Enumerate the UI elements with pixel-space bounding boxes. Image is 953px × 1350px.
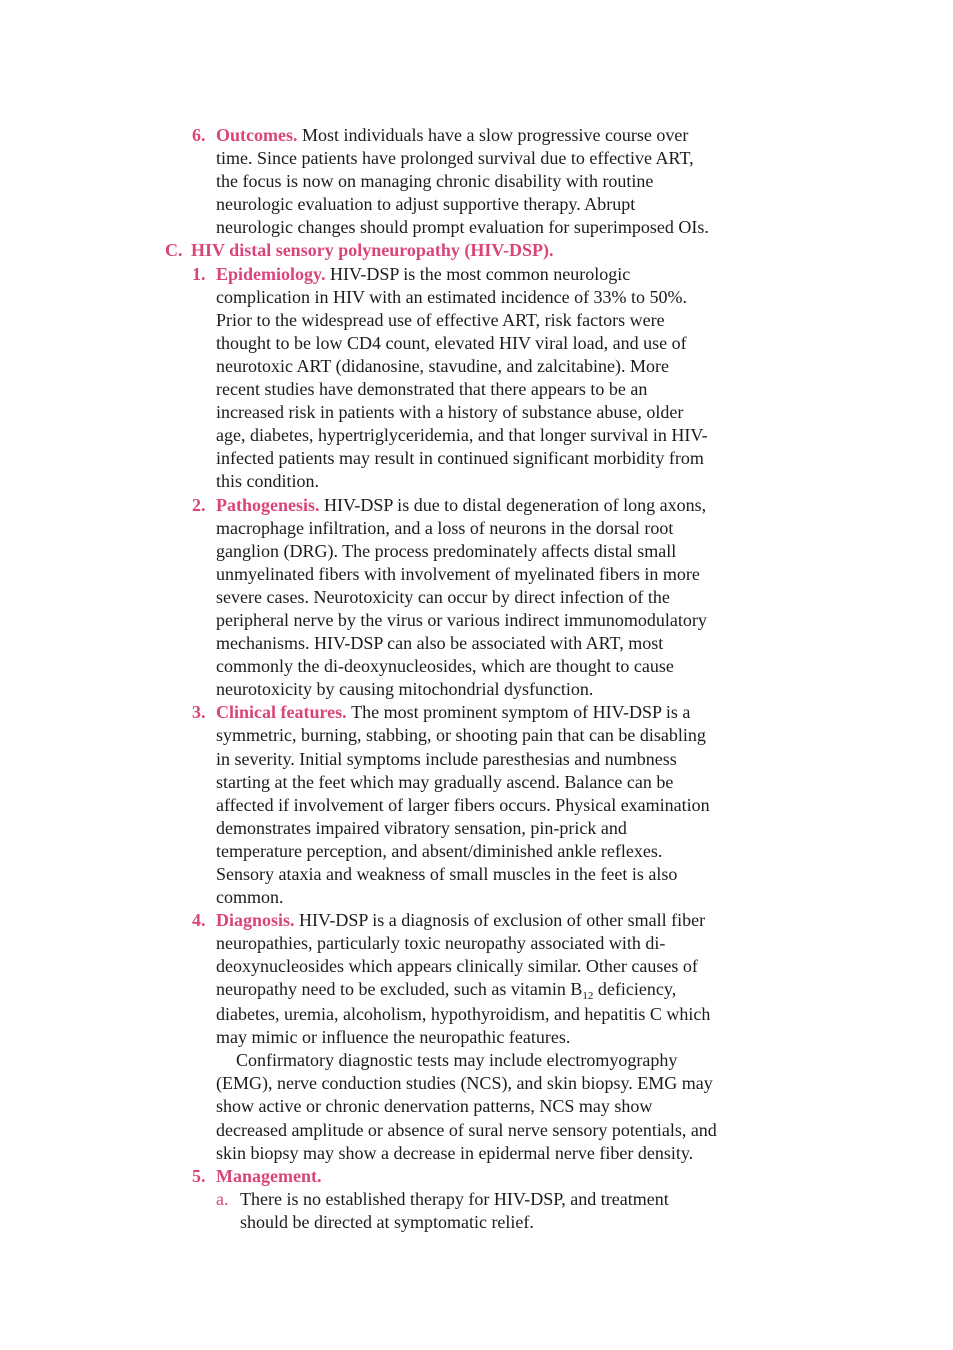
text-line: 4. Diagnosis.HIV-DSP is a diagnosis of ex… (0, 909, 953, 932)
text-line: increased risk in patients with a histor… (216, 402, 684, 423)
text-line: deoxynucleosides which appears clinicall… (216, 956, 698, 977)
text-line: neuropathies, particularly toxic neuropa… (216, 933, 666, 954)
line-text: deficiency, (593, 979, 677, 1000)
text-line: should be directed at symptomatic relief… (240, 1211, 534, 1232)
text-line: 1. Epidemiology.HIV-DSP is the most commo… (0, 263, 953, 286)
text-line: 6. Outcomes.Most individuals have a slow … (0, 124, 953, 147)
section-heading: C. HIV distal sensory polyneuropathy (HIV… (0, 239, 953, 262)
list-item-clinical-features: 3. Clinical features.The most prominent s… (0, 701, 953, 909)
item-heading: Management. (216, 1165, 322, 1186)
text-line: complication in HIV with an estimated in… (216, 286, 688, 307)
line-text: The most prominent symptom of HIV-DSP is… (351, 702, 691, 723)
text-line: neurologic evaluation to adjust supporti… (216, 194, 636, 215)
text-line: neuropathy need to be excluded, such as … (0, 978, 953, 1003)
text-line: commonly the di-deoxynucleosides, which … (216, 656, 674, 677)
text-line: recent studies have demonstrated that th… (216, 379, 648, 400)
list-item-pathogenesis: 2. Pathogenesis.HIV-DSP is due to distal … (0, 494, 953, 702)
item-number: 3. (192, 702, 206, 723)
text-line: affected if involvement of larger fibers… (216, 794, 710, 815)
text-line: in severity. Initial symptoms include pa… (216, 748, 677, 769)
sub-item-letter: a. (216, 1188, 229, 1209)
text-line: severe cases. Neurotoxicity can occur by… (216, 586, 670, 607)
text-line: (EMG), nerve conduction studies (NCS), a… (216, 1073, 713, 1094)
line-text: Most individuals have a slow progressive… (301, 125, 689, 145)
text-line: mechanisms. HIV-DSP can also be associat… (216, 633, 664, 654)
section-letter: C. (165, 240, 183, 261)
text-line: macrophage infiltration, and a loss of n… (216, 517, 674, 538)
text-line: common. (216, 887, 284, 908)
text-line: ganglion (DRG). The process predominatel… (216, 540, 677, 561)
list-item-epidemiology: 1. Epidemiology.HIV-DSP is the most commo… (0, 263, 953, 494)
text-line: time. Since patients have prolonged surv… (216, 148, 694, 169)
subscript: 12 (582, 990, 594, 1003)
list-item-outcomes: 6. Outcomes.Most individuals have a slow … (0, 124, 953, 239)
text-line: starting at the feet which may gradually… (216, 771, 674, 792)
line-text: HIV-DSP is the most common neurologic (330, 263, 631, 284)
text-line: 2. Pathogenesis.HIV-DSP is due to distal … (0, 494, 953, 517)
line-text: HIV-DSP is a diagnosis of exclusion of o… (299, 910, 706, 931)
text-line: thought to be low CD4 count, elevated HI… (216, 332, 687, 353)
text-line: unmyelinated fibers with involvement of … (216, 563, 700, 584)
text-line: Sensory ataxia and weakness of small mus… (216, 864, 678, 884)
text-line: symmetric, burning, stabbing, or shootin… (216, 725, 706, 746)
item-number: 2. (192, 494, 206, 515)
text-line: peripheral nerve by the virus or various… (216, 609, 707, 630)
text-line: the focus is now on managing chronic dis… (216, 171, 654, 192)
text-line: neurotoxic ART (didanosine, stavudine, a… (216, 355, 669, 376)
text-line: Prior to the widespread use of effective… (216, 309, 665, 330)
item-heading: Epidemiology. (216, 263, 326, 284)
item-number: 6. (192, 125, 206, 145)
text-line: may mimic or influence the neuropathic f… (216, 1027, 571, 1048)
text-line: decreased amplitude or absence of sural … (216, 1119, 717, 1140)
item-heading: Pathogenesis. (216, 494, 320, 515)
line-text: neuropathy need to be excluded, such as … (216, 979, 583, 1000)
sub-item: a. There is no established therapy for HI… (0, 1188, 953, 1234)
item-heading: Diagnosis. (216, 910, 295, 931)
text-block: 6. Outcomes.Most individuals have a slow … (0, 124, 953, 1234)
text-line: infected patients may result in continue… (216, 448, 704, 469)
text-line: 5. Management. (0, 1165, 953, 1188)
text-line: show active or chronic denervation patte… (216, 1096, 653, 1117)
item-number: 4. (192, 910, 206, 931)
text-line: skin biopsy may show a decrease in epide… (216, 1142, 694, 1163)
text-line: age, diabetes, hypertriglyceridemia, and… (216, 425, 708, 446)
text-line: a. There is no established therapy for HI… (0, 1188, 953, 1211)
item-heading: Clinical features. (216, 702, 347, 723)
section-title: HIV distal sensory polyneuropathy (HIV-D… (191, 240, 554, 261)
text-line: Confirmatory diagnostic tests may includ… (236, 1050, 678, 1071)
item-heading: Outcomes. (216, 125, 298, 145)
text-line: demonstrates impaired vibratory sensatio… (216, 817, 627, 838)
text-line: this condition. (216, 471, 319, 492)
text-line: neurotoxicity by causing mitochondrial d… (216, 679, 594, 700)
list-item-diagnosis: 4. Diagnosis.HIV-DSP is a diagnosis of ex… (0, 909, 953, 1165)
text-line: 3. Clinical features.The most prominent s… (0, 701, 953, 724)
text-line: neurologic changes should prompt evaluat… (216, 217, 709, 238)
text-line: diabetes, uremia, alcoholism, hypothyroi… (216, 1004, 711, 1025)
line-text: There is no established therapy for HIV-… (240, 1188, 669, 1209)
text-line: temperature perception, and absent/dimin… (216, 840, 663, 861)
list-item-management: 5. Management. a. There is no established … (0, 1165, 953, 1234)
item-number: 5. (192, 1165, 206, 1186)
line-text: HIV-DSP is due to distal degeneration of… (324, 494, 707, 515)
item-number: 1. (192, 263, 206, 284)
